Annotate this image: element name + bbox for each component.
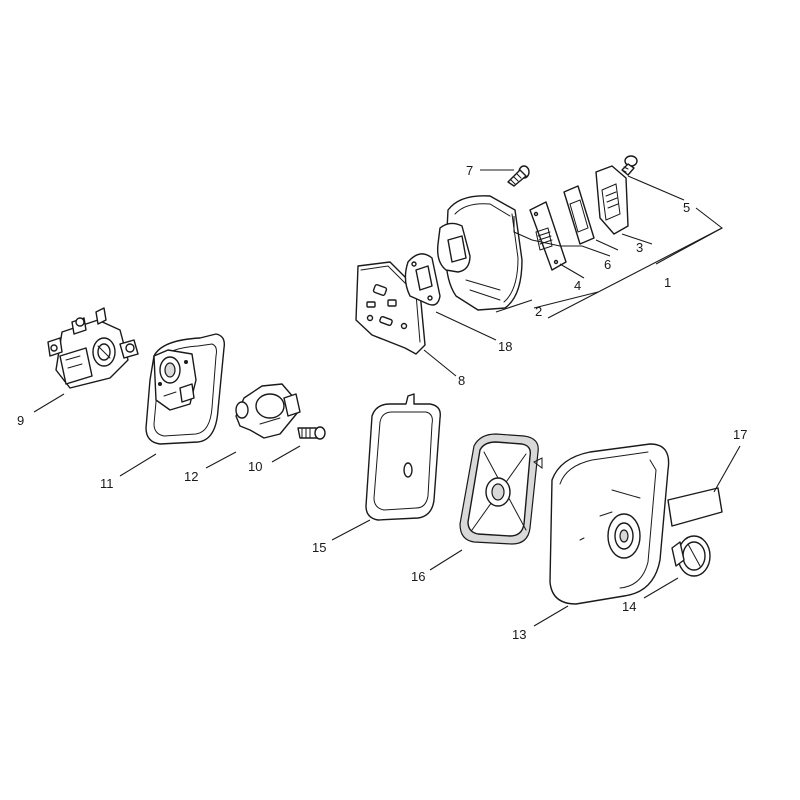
part-12-bracket	[235, 383, 301, 439]
callout-2: 2	[535, 304, 543, 319]
part-14-knob	[671, 535, 711, 577]
leader-lines	[33, 169, 741, 627]
callout-7: 7	[466, 163, 474, 178]
part-11-filter-base	[145, 333, 226, 445]
part-6-cover-gasket	[563, 185, 595, 245]
callout-11: 11	[100, 476, 114, 491]
callout-18: 18	[498, 339, 513, 354]
part-13-filter-cover	[549, 443, 670, 605]
callout-4: 4	[574, 278, 582, 293]
callout-14: 14	[622, 599, 637, 614]
part-16-filter	[459, 433, 543, 545]
callout-8: 8	[458, 373, 466, 388]
callout-17: 17	[733, 427, 748, 442]
callout-12: 12	[184, 469, 199, 484]
callout-9: 9	[17, 413, 25, 428]
callout-15: 15	[312, 540, 327, 555]
callout-16: 16	[411, 569, 426, 584]
part-15-filter-element	[365, 393, 441, 521]
part-9-carburetor	[47, 307, 139, 389]
part-4-spark-screen	[529, 201, 567, 271]
part-3-muffler-cover	[595, 165, 629, 235]
callout-6: 6	[604, 257, 612, 272]
part-10-bolt	[297, 426, 326, 440]
callout-1: 1	[664, 275, 672, 290]
part-5-screw	[621, 155, 638, 176]
callout-5: 5	[683, 200, 691, 215]
callout-13: 13	[512, 627, 527, 642]
callout-10: 10	[248, 459, 263, 474]
callout-3: 3	[636, 240, 644, 255]
part-2-muffler	[436, 195, 523, 311]
part-17-label	[667, 487, 723, 527]
part-18-gasket	[404, 253, 441, 306]
part-7-bolt	[507, 165, 530, 187]
